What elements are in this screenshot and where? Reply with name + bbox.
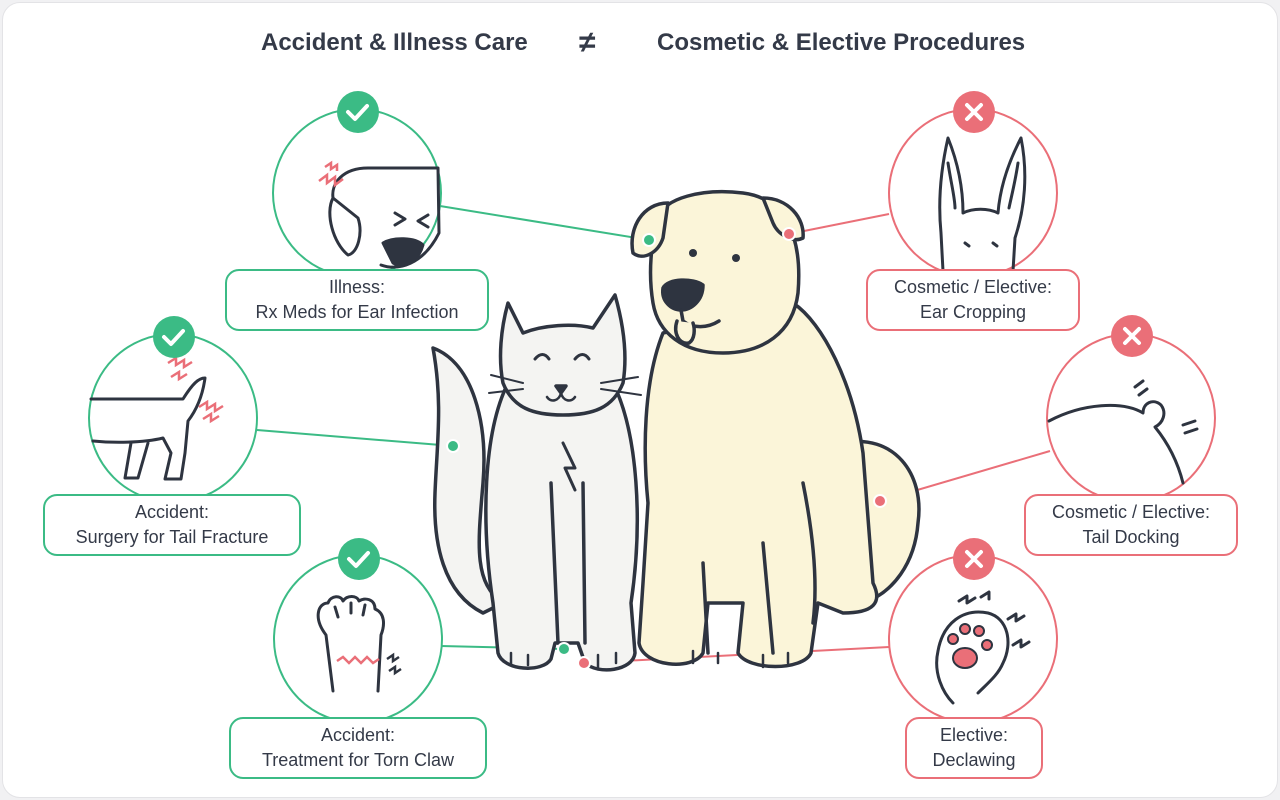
label-procedure: Tail Docking — [1082, 527, 1180, 547]
badge-tail-docking — [1111, 315, 1153, 357]
label-procedure: Declawing — [932, 750, 1016, 770]
fracture-squiggle-icon — [167, 355, 224, 424]
dot-tail-fracture — [446, 439, 460, 453]
dot-tail-docking — [873, 494, 887, 508]
dog-tail-fracture-icon — [89, 376, 207, 481]
checkmark-icon — [346, 104, 369, 121]
cat-illustration — [431, 293, 642, 672]
not-covered-heading: Cosmetic & Elective Procedures — [657, 29, 1026, 56]
label-tail-fracture: Accident: Surgery for Tail Fracture — [43, 494, 301, 556]
dot-torn-claw — [557, 642, 571, 656]
badge-tail-fracture — [153, 316, 195, 358]
label-ear-infection: Illness: Rx Meds for Ear Infection — [225, 269, 489, 331]
dot-declawing — [577, 656, 591, 670]
docked-tail-icon — [1047, 379, 1199, 485]
label-category: Accident: — [320, 725, 396, 745]
dot-ear-cropping — [782, 227, 796, 241]
badge-declawing — [953, 538, 995, 580]
x-icon — [1123, 327, 1141, 345]
label-procedure: Rx Meds for Ear Infection — [255, 302, 459, 322]
x-icon — [965, 550, 983, 568]
not-equal-symbol: ≠ — [579, 26, 596, 59]
label-category: Accident: — [134, 502, 210, 522]
circle-ear-cropping — [888, 108, 1058, 278]
connector-tail-fracture — [256, 429, 454, 447]
label-category: Elective: — [939, 725, 1009, 745]
badge-ear-infection — [337, 91, 379, 133]
circle-torn-claw — [273, 554, 443, 724]
label-procedure: Ear Cropping — [919, 302, 1027, 322]
cropped-ears-icon — [938, 136, 1027, 273]
x-icon — [965, 103, 983, 121]
paw-pads-icon — [947, 623, 993, 669]
label-tail-docking: Cosmetic / Elective: Tail Docking — [1024, 494, 1238, 556]
circle-tail-docking — [1046, 333, 1216, 503]
badge-torn-claw — [338, 538, 380, 580]
wound-squiggle-icon — [336, 655, 380, 665]
torn-claw-paw-icon — [316, 595, 385, 693]
connector-ear-cropping — [788, 213, 890, 235]
badge-ear-cropping — [953, 91, 995, 133]
circle-ear-infection — [272, 108, 442, 278]
circle-tail-fracture — [88, 333, 258, 503]
dog-illustration — [630, 189, 921, 669]
checkmark-icon — [162, 329, 185, 346]
connector-ear-infection — [439, 205, 650, 241]
illustration-canvas — [88, 91, 1216, 724]
checkmark-icon — [347, 551, 370, 568]
dot-ear-infection — [642, 233, 656, 247]
covered-heading: Accident & Illness Care — [261, 29, 528, 56]
label-procedure: Surgery for Tail Fracture — [75, 527, 269, 547]
declawed-paw-icon — [935, 590, 1031, 705]
label-category: Cosmetic / Elective: — [893, 277, 1053, 297]
label-declawing: Elective: Declawing — [905, 717, 1043, 779]
label-category: Illness: — [328, 277, 386, 297]
label-ear-cropping: Cosmetic / Elective: Ear Cropping — [866, 269, 1080, 331]
pain-squiggle-icon — [318, 160, 344, 188]
label-procedure: Treatment for Torn Claw — [261, 750, 455, 770]
connector-declawing — [583, 646, 890, 664]
connector-dots — [446, 227, 887, 670]
circle-declawing — [888, 554, 1058, 724]
label-category: Cosmetic / Elective: — [1051, 502, 1211, 522]
label-torn-claw: Accident: Treatment for Torn Claw — [229, 717, 487, 779]
